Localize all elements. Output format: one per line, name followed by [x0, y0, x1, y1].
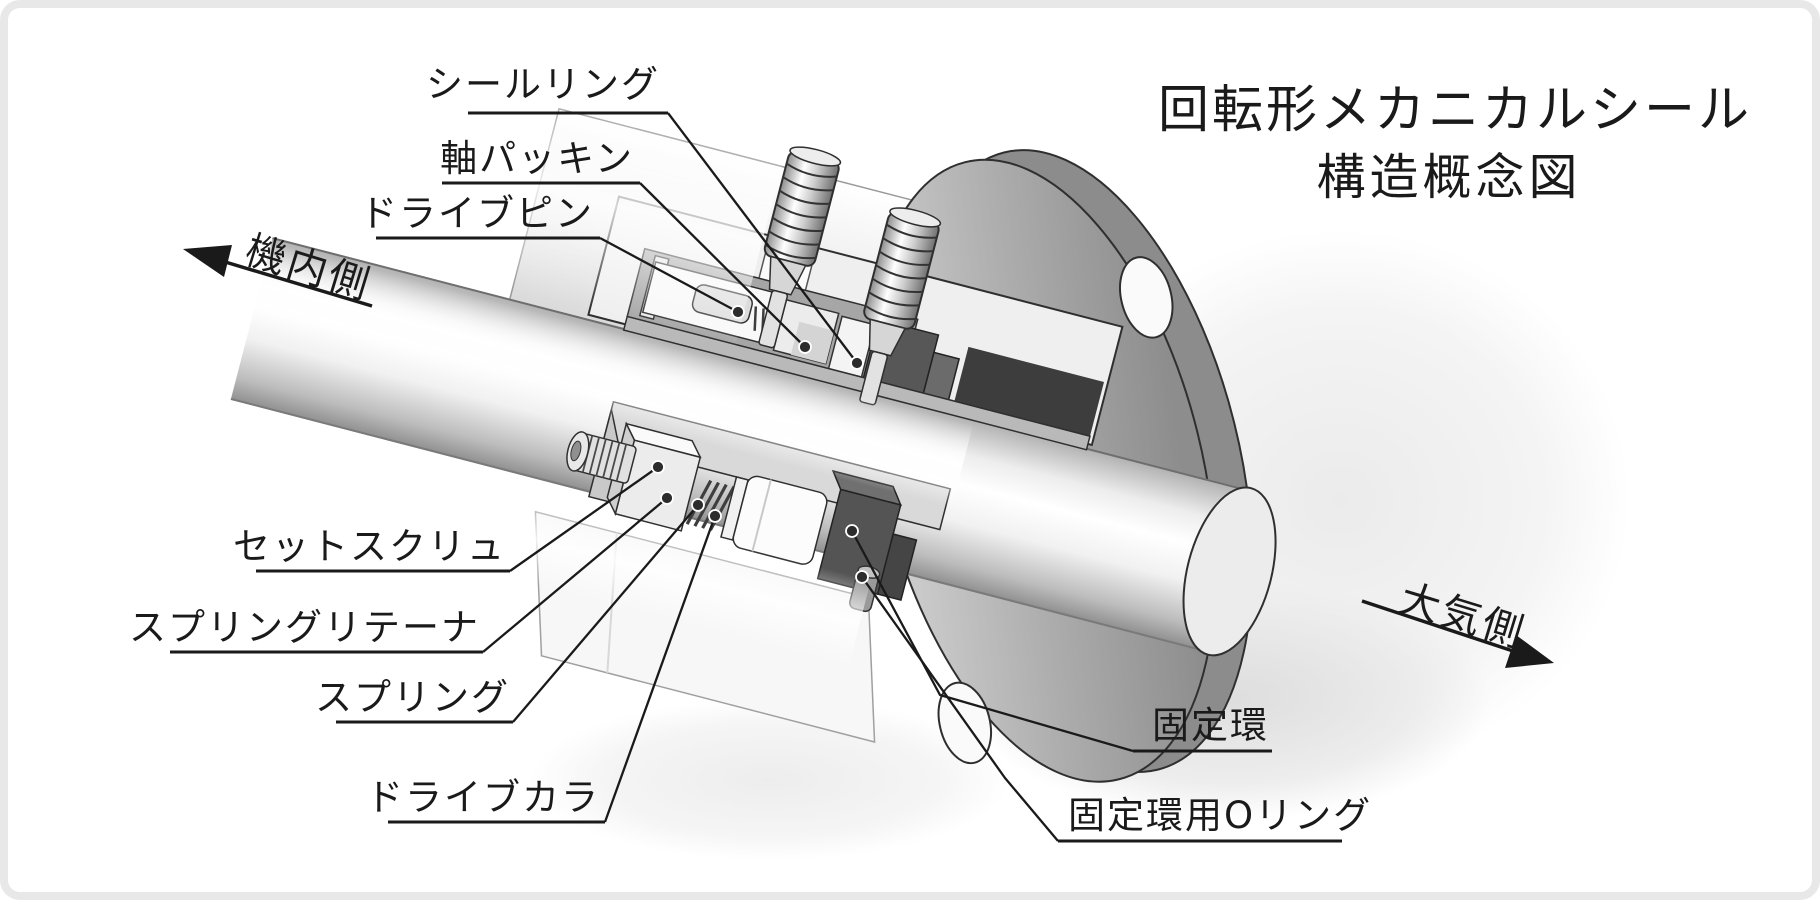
leader-shaft-packing [639, 182, 806, 348]
leader-seal-ring [667, 112, 858, 364]
glare-band-shaft [148, 216, 974, 508]
bolt-left-neck [768, 255, 807, 296]
leader-spring-retainer [482, 497, 668, 653]
leader-spring [512, 504, 699, 723]
label-spring-retainer: スプリングリテーナ [129, 606, 480, 649]
section-cavity-dark [953, 346, 1104, 441]
label-set-screw: セットスクリュ [233, 525, 506, 568]
label-drive-pin: ドライブピン [360, 192, 594, 235]
leader-dot-drive-pin [731, 305, 745, 319]
stationary-ring-step [876, 533, 918, 601]
machine-side-arrow-shaft [211, 256, 373, 308]
bolt-left-pin [758, 289, 789, 349]
callout-stationary-ring-o-ring: 固定環用Oリング [855, 570, 1372, 843]
flange-bolt-hole-top [1119, 256, 1174, 339]
callout-seal-ring: シールリング [426, 63, 864, 370]
callout-drive-collar: ドライブカラ [366, 509, 722, 824]
label-stationary-ring-o-ring: 固定環用Oリング [1068, 794, 1372, 837]
leader-dot-spring-retainer [660, 491, 674, 505]
glare-band-lower [83, 382, 872, 668]
title-line2: 構造概念図 [1316, 149, 1581, 206]
set-screw-socket [570, 440, 582, 462]
leader-dot-stationary-ring [845, 524, 859, 538]
machine-side-arrow-head-icon [183, 245, 232, 277]
callout-spring: スプリング [315, 498, 705, 724]
label-seal-ring: シールリング [426, 63, 660, 106]
label-spring: スプリング [315, 676, 510, 719]
set-screw-part [566, 431, 637, 484]
leader-dot-stationary-ring-o-ring [855, 570, 869, 584]
callout-spring-retainer: スプリングリテーナ [129, 491, 674, 654]
seal-assembly [83, 2, 1277, 743]
bolt-right-thread-lines [864, 223, 937, 321]
shaft-bottom-edge [230, 397, 1210, 653]
leader-dot-shaft-packing [798, 340, 812, 354]
leader-drive-collar [603, 515, 717, 823]
soft-shadow-bottom-left [530, 700, 1010, 860]
label-stationary-ring: 固定環 [1152, 704, 1269, 747]
gland-bolt-left [758, 146, 842, 349]
callout-stationary-ring: 固定環 [845, 524, 1272, 753]
bolt-right-top [889, 207, 942, 228]
leader-stationary-ring-o-ring [861, 576, 1059, 842]
label-drive-collar: ドライブカラ [366, 776, 600, 819]
leader-set-screw [509, 466, 659, 572]
atmosphere-side-arrow-shaft [1361, 599, 1523, 656]
atmosphere-side-arrow-head-icon [1505, 635, 1554, 668]
shaft-packing-step [790, 321, 835, 364]
bolt-left-top [789, 146, 842, 167]
shaft-end-face [1182, 486, 1277, 657]
bolt-left-thread-lines [764, 162, 837, 260]
leader-dot-set-screw [651, 460, 665, 474]
diagram-title: 回転形メカニカルシール 構造概念図 [1158, 81, 1752, 206]
section-base-strip [622, 315, 1091, 451]
bolt-right-neck [868, 318, 907, 357]
leader-stationary-ring [850, 530, 1134, 753]
callout-shaft-packing: 軸パッキン [440, 137, 812, 354]
callout-set-screw: セットスクリュ [233, 460, 665, 573]
carrier-detail-line [751, 479, 772, 552]
leader-dot-seal-ring [850, 356, 864, 370]
leader-dot-spring [691, 498, 705, 512]
leader-drive-pin [599, 236, 739, 314]
packing-spring [753, 306, 781, 337]
title-line1: 回転形メカニカルシール [1158, 81, 1752, 140]
callout-drive-pin: ドライブピン [360, 192, 745, 319]
leader-dot-drive-collar [708, 509, 722, 523]
label-shaft-packing: 軸パッキン [440, 137, 634, 180]
